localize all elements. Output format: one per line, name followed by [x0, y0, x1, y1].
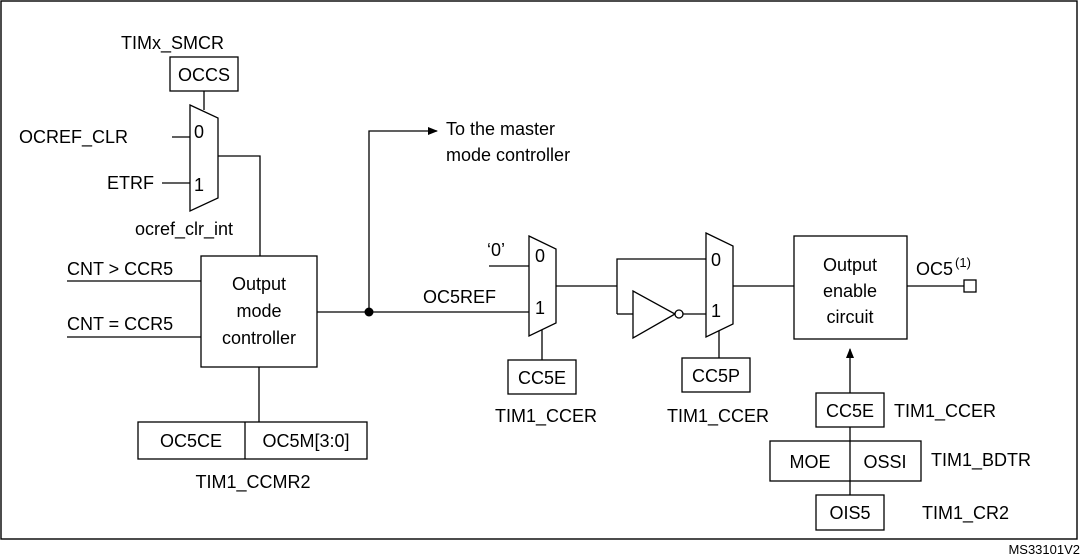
ocref-clr-source-mux [189, 103, 219, 213]
occs-bit-label: OCCS [178, 65, 230, 85]
cc5e-mux-bit-box [507, 359, 577, 395]
smcr-register-label: TIMx_SMCR [121, 33, 224, 54]
ocref-clr-int-label: ocref_clr_int [135, 219, 233, 240]
cnt-eq-ccr5-label: CNT = CCR5 [67, 314, 173, 334]
master-mode-text-line-1: To the master [446, 119, 555, 139]
moe-bit-label: MOE [789, 452, 830, 472]
master-mode-arrow-wire [368, 127, 438, 312]
output-mode-controller-line-3: controller [222, 328, 296, 348]
enable-mux-input-0: 0 [535, 246, 545, 266]
cc5e-mux-register-label: TIM1_CCER [495, 406, 597, 427]
oc5ce-bit-label: OC5CE [160, 431, 222, 451]
etrf-input-label: ETRF [107, 173, 154, 193]
ocref-clr-input-label: OCREF_CLR [19, 127, 128, 148]
bdtr-register-box [769, 440, 922, 482]
ois5-bit-box [815, 494, 885, 531]
cc5e-output-mux [528, 234, 557, 338]
oc5-output-pin [963, 279, 977, 293]
cc5e-mux-bit-label: CC5E [518, 368, 566, 388]
cc5p-bit-box [681, 357, 751, 393]
cc5e-enable-register-label: TIM1_CCER [894, 401, 996, 422]
output-enable-line-2: enable [823, 281, 877, 301]
cc5p-polarity-mux [705, 231, 734, 339]
output-mode-controller-line-1: Output [232, 274, 286, 294]
inverter-gate [632, 289, 677, 340]
cnt-gt-ccr5-label: CNT > CCR5 [67, 259, 173, 279]
oc5-footnote-marker: (1) [955, 255, 971, 270]
ccmr2-register-label: TIM1_CCMR2 [195, 472, 310, 493]
zero-constant-label: ‘0’ [487, 240, 505, 260]
polarity-mux-input-1: 1 [711, 301, 721, 321]
bdtr-register-label: TIM1_BDTR [931, 450, 1031, 471]
inverter-bubble [674, 309, 684, 319]
oc5-output-name: OC5 [916, 259, 953, 279]
output-enable-line-3: circuit [826, 307, 873, 327]
clr-mux-input-0: 0 [194, 122, 204, 142]
cc5p-register-label: TIM1_CCER [667, 406, 769, 427]
oc5-output-label: OC5(1) [916, 255, 971, 279]
output-enable-circuit-block [793, 235, 908, 340]
enable-mux-input-1: 1 [535, 298, 545, 318]
ocref-clr-int-wire [218, 155, 261, 256]
output-mode-controller-line-2: mode [236, 301, 281, 321]
occs-bit-box [169, 56, 239, 92]
cc5p-bit-label: CC5P [692, 366, 740, 386]
master-mode-text-line-2: mode controller [446, 145, 570, 165]
ccmr2-register-box [137, 421, 368, 460]
ossi-bit-label: OSSI [863, 452, 906, 472]
oc5m-field-label: OC5M[3:0] [262, 431, 349, 451]
output-enable-line-1: Output [823, 255, 877, 275]
cc5e-enable-bit-label: CC5E [826, 401, 874, 421]
polarity-mux-input-0: 0 [711, 250, 721, 270]
clr-mux-input-1: 1 [194, 175, 204, 195]
figure-id-label: MS33101V2 [1008, 542, 1080, 557]
direct-polarity-wire [616, 258, 706, 286]
cr2-register-label: TIM1_CR2 [922, 503, 1009, 524]
cc5e-enable-bit-box [815, 392, 885, 428]
ois5-bit-label: OIS5 [829, 503, 870, 523]
oc5ref-label: OC5REF [423, 287, 496, 307]
